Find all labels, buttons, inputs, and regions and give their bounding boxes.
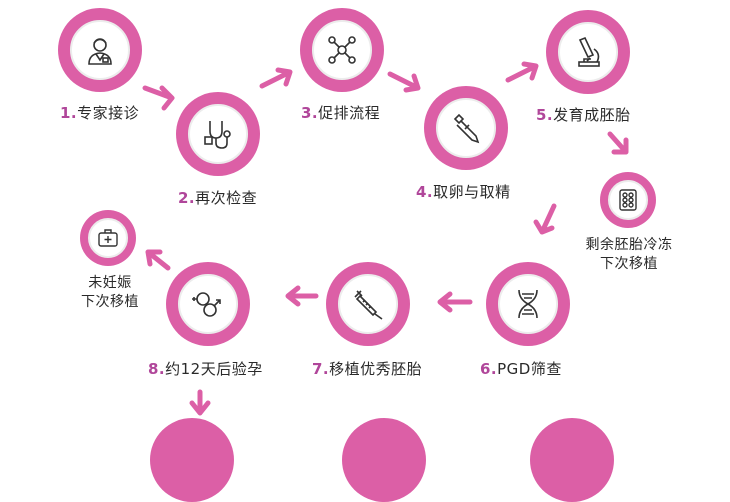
blister-pack-icon — [619, 189, 637, 211]
step-4-node — [424, 86, 508, 170]
step-7-node — [326, 262, 410, 346]
not-pregnant-line1: 未妊娠 — [88, 275, 132, 291]
arrow-1-to-2 — [142, 85, 175, 111]
arrow-5-to-frozen — [607, 131, 629, 155]
molecule-icon — [328, 36, 356, 64]
step-6-label: 6.PGD筛查 — [480, 360, 562, 378]
arrow-2-to-3 — [259, 67, 293, 89]
row3-node-middle — [342, 418, 426, 502]
step-6-node — [486, 262, 570, 346]
step-2-node — [176, 92, 260, 176]
pipette-icon — [453, 113, 480, 144]
step-8-node — [166, 262, 250, 346]
not-pregnant-branch-node — [80, 210, 136, 266]
row3-node-right — [530, 418, 614, 502]
arrow-6-to-7 — [437, 291, 473, 313]
arrow-frozen-to-6 — [533, 203, 557, 235]
gender-icon — [192, 292, 221, 317]
stethoscope-icon — [204, 121, 231, 149]
step-8-label: 8.约12天后验孕 — [148, 360, 263, 378]
step-1-node — [58, 8, 142, 92]
syringe-icon — [354, 290, 383, 320]
not-pregnant-line2: 下次移植 — [81, 294, 139, 310]
step-7-label: 7.移植优秀胚胎 — [312, 360, 423, 378]
arrow-8-to-notpregnant — [145, 249, 171, 271]
frozen-branch-label: 剩余胚胎冷冻 下次移植 — [574, 236, 684, 274]
arrow-7-to-8 — [285, 285, 319, 307]
doctor-icon — [88, 38, 112, 65]
step-2-label: 2.再次检查 — [178, 189, 258, 207]
frozen-branch-line2: 下次移植 — [600, 256, 658, 272]
step-1-label: 1.专家接诊 — [60, 104, 140, 122]
medical-kit-icon — [98, 229, 118, 247]
step-3-node — [300, 8, 384, 92]
arrow-8-down — [189, 389, 211, 416]
arrow-4-to-5 — [505, 61, 539, 83]
frozen-branch-line1: 剩余胚胎冷冻 — [585, 237, 673, 253]
arrow-3-to-4 — [387, 71, 421, 93]
step-5-label: 5.发育成胚胎 — [536, 106, 631, 124]
step-5-node — [546, 10, 630, 94]
step-4-label: 4.取卵与取精 — [416, 183, 511, 201]
frozen-branch-node — [600, 172, 656, 228]
dna-icon — [518, 289, 538, 319]
microscope-icon — [578, 36, 600, 67]
not-pregnant-branch-label: 未妊娠 下次移植 — [60, 274, 160, 312]
step-3-label: 3.促排流程 — [301, 104, 381, 122]
row3-node-left — [150, 418, 234, 502]
